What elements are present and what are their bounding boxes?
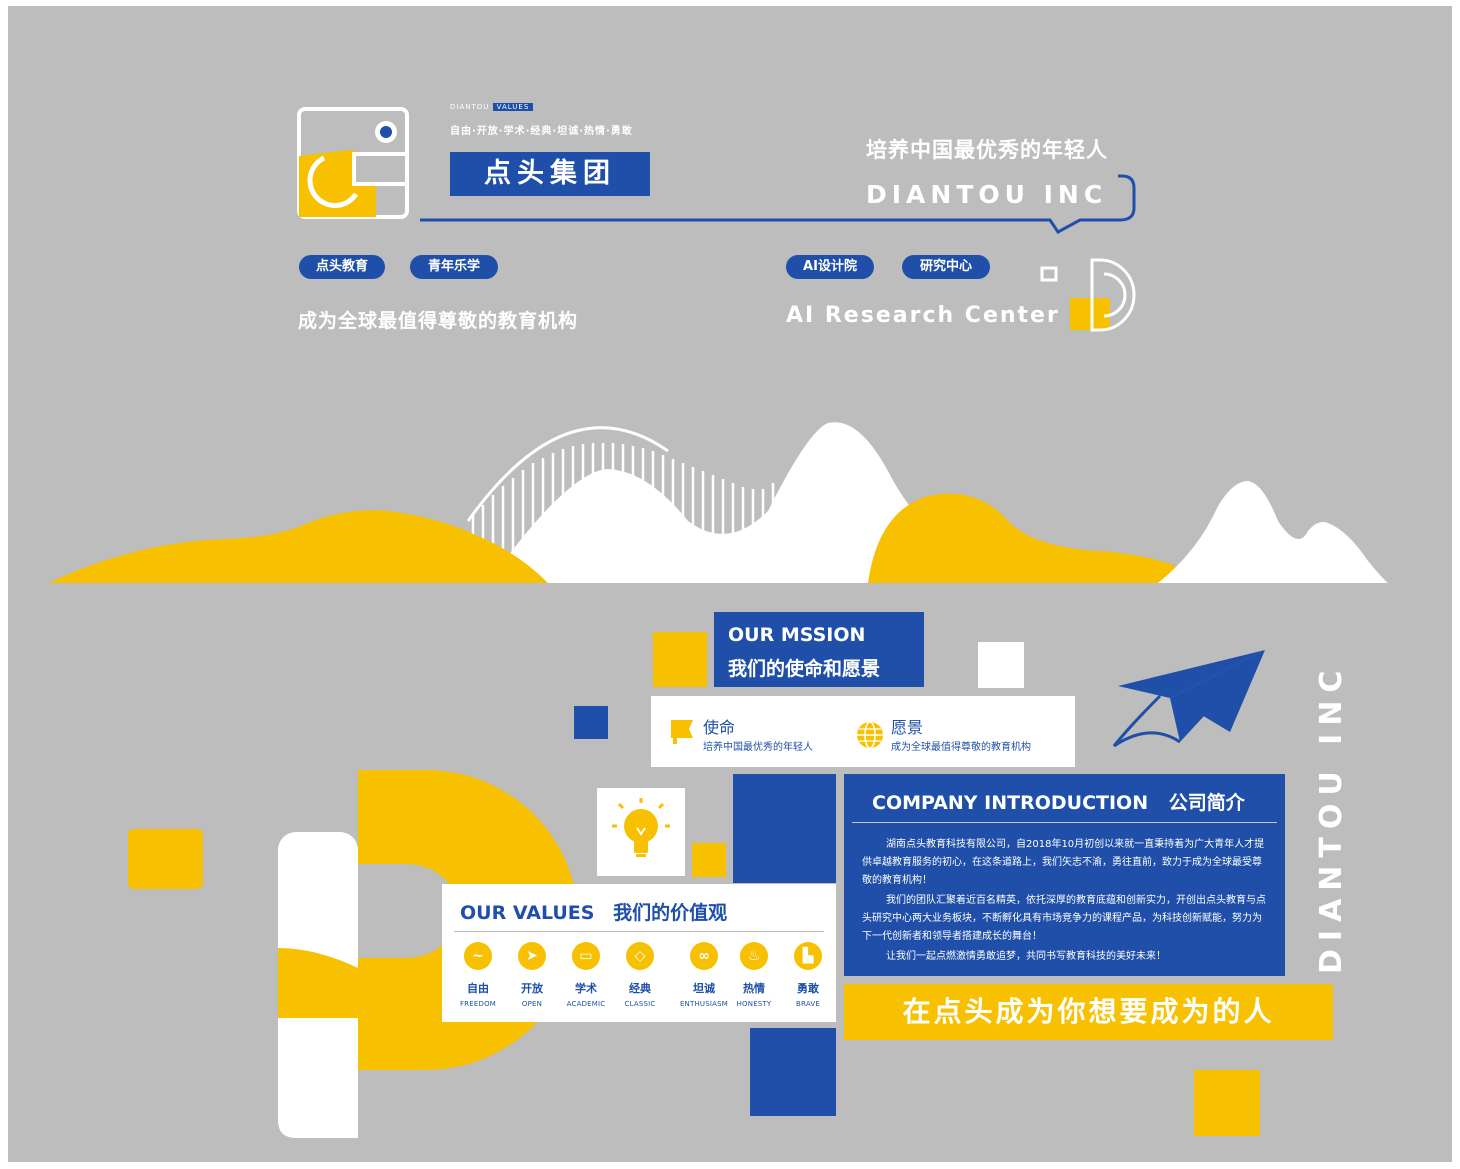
value-en: CLASSIC xyxy=(624,1000,656,1008)
brand-name: 点头集团 xyxy=(450,152,650,196)
values-card: OUR VALUES 我们的价值观 ~ 自由 FREEDOM ➤ 开放 OPEN… xyxy=(442,884,836,1022)
intro-paragraph: 让我们一起点燃激情勇敢追梦，共同书写教育科技的美好未来！ xyxy=(886,951,1166,962)
mission-text: 培养中国最优秀的年轻人 xyxy=(703,742,813,753)
lightbulb-icon xyxy=(612,798,670,857)
pill-research-center: 研究中心 xyxy=(902,255,990,279)
flame-icon: ♨ xyxy=(740,942,768,970)
vertical-brand: DIANTOU INC xyxy=(1314,662,1349,974)
intro-divider xyxy=(852,822,1277,823)
deco-square xyxy=(574,706,608,739)
value-en: HONESTY xyxy=(736,1000,772,1008)
value-en: ENTHUSIASM xyxy=(679,1000,729,1008)
value-en: BRAVE xyxy=(796,1000,820,1008)
values-title: OUR VALUES 我们的价值观 xyxy=(460,898,727,925)
deco-square xyxy=(1194,1070,1260,1136)
value-zh: 坦诚 xyxy=(693,982,715,995)
value-item: ◇ 经典 CLASSIC xyxy=(614,942,666,1008)
intro-title: COMPANY INTRODUCTION 公司简介 xyxy=(872,788,1245,815)
value-item: ♨ 热情 HONESTY xyxy=(728,942,780,1008)
company-intro-box: COMPANY INTRODUCTION 公司简介 湖南点头教育科技有限公司，自… xyxy=(844,774,1285,976)
value-zh: 勇敢 xyxy=(797,982,819,995)
pill-diantou-education: 点头教育 xyxy=(299,255,385,279)
value-item: ~ 自由 FREEDOM xyxy=(452,942,504,1008)
handshake-icon: ∞ xyxy=(690,942,718,970)
values-tag-left: DIANTOU xyxy=(450,103,490,111)
d-mark-icon xyxy=(1040,258,1136,332)
boot-icon: ▙ xyxy=(794,942,822,970)
lightbulb-card xyxy=(597,788,685,876)
intro-body: 湖南点头教育科技有限公司，自2018年10月初创以来就一直秉持着为广大青年人才提… xyxy=(862,836,1270,968)
intro-title-zh: 公司简介 xyxy=(1168,792,1245,814)
value-en: FREEDOM xyxy=(459,1000,497,1008)
mission-title-en: OUR MSSION xyxy=(728,624,866,646)
wave-icon: ~ xyxy=(464,942,492,970)
values-title-en: OUR VALUES xyxy=(460,902,595,924)
value-item: ▭ 学术 ACADEMIC xyxy=(560,942,612,1008)
book-icon: ▭ xyxy=(572,942,600,970)
mission-label: 使命 xyxy=(703,718,736,737)
values-line: 自由·开放·学术·经典·坦诚·热情·勇敢 xyxy=(450,126,633,137)
values-tag-right: VALUES xyxy=(492,103,534,111)
deco-square xyxy=(128,829,203,889)
value-zh: 热情 xyxy=(743,982,765,995)
value-item: ➤ 开放 OPEN xyxy=(506,942,558,1008)
value-zh: 自由 xyxy=(467,982,489,995)
value-en: OPEN xyxy=(521,1000,543,1008)
pill-ai-design: AI设计院 xyxy=(786,255,874,279)
flag-icon xyxy=(671,720,693,744)
value-item: ∞ 坦诚 ENTHUSIASM xyxy=(672,942,736,1008)
globe-icon xyxy=(857,721,883,749)
mission-title-box: OUR MSSION 我们的使命和愿景 xyxy=(714,612,924,687)
vision-text: 成为全球最值得尊敬的教育机构 xyxy=(891,742,1031,753)
values-title-zh: 我们的价值观 xyxy=(613,902,728,924)
speech-line-icon xyxy=(420,174,1136,234)
intro-title-en: COMPANY INTRODUCTION xyxy=(872,792,1149,814)
deco-square xyxy=(653,632,707,687)
deco-square xyxy=(733,774,836,883)
intro-paragraph: 湖南点头教育科技有限公司，自2018年10月初创以来就一直秉持着为广大青年人才提… xyxy=(862,839,1265,886)
slogan-banner: 在点头成为你想要成为的人 xyxy=(844,984,1333,1040)
diamond-icon: ◇ xyxy=(626,942,654,970)
slogan-right: 培养中国最优秀的年轻人 xyxy=(866,138,1108,162)
value-zh: 学术 xyxy=(575,982,597,995)
value-zh: 开放 xyxy=(521,982,543,995)
paper-plane-icon xyxy=(1112,650,1265,748)
diantou-logo-icon xyxy=(297,107,409,219)
mountain-landscape xyxy=(48,422,1388,583)
wall-design-canvas: DIANTOU VALUES 自由·开放·学术·经典·坦诚·热情·勇敢 点头集团… xyxy=(8,6,1452,1162)
value-zh: 经典 xyxy=(629,982,651,995)
intro-paragraph: 我们的团队汇聚着近百名精英，依托深厚的教育底蕴和创新实力，开创出点头教育与点头研… xyxy=(862,895,1266,942)
company-en: DIANTOU INC xyxy=(866,180,1108,209)
deco-square xyxy=(692,843,726,877)
deco-square xyxy=(978,642,1024,688)
vision-label: 愿景 xyxy=(891,718,924,737)
value-en: ACADEMIC xyxy=(566,1000,606,1008)
mission-left: 成为全球最值得尊敬的教育机构 xyxy=(298,310,579,332)
research-center-title: AI Research Center xyxy=(786,303,1060,328)
mission-title-zh: 我们的使命和愿景 xyxy=(728,658,881,680)
values-divider xyxy=(454,931,824,932)
values-tag: DIANTOU VALUES xyxy=(450,102,534,112)
mission-vision-card: 使命 培养中国最优秀的年轻人 愿景 成为全球最值得尊敬的教育机构 xyxy=(651,696,1075,767)
pill-youth-learning: 青年乐学 xyxy=(410,255,498,279)
deco-square xyxy=(750,1028,836,1116)
value-item: ▙ 勇敢 BRAVE xyxy=(782,942,834,1008)
paper-plane-icon: ➤ xyxy=(518,942,546,970)
